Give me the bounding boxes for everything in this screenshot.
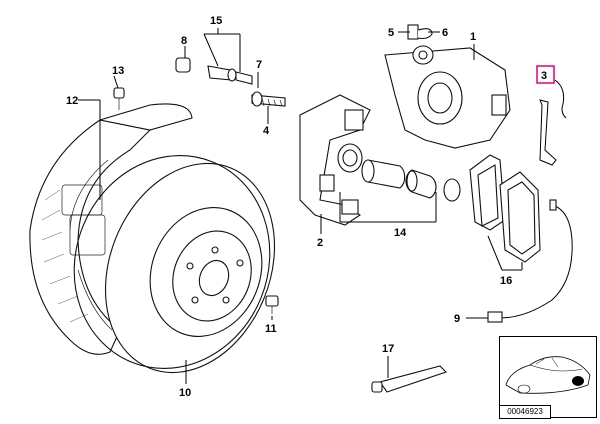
dust-shield [29,103,193,355]
disc-bolt [265,295,279,314]
label-14[interactable]: 14 [394,227,407,239]
brake-caliper [384,45,511,149]
label-7[interactable]: 7 [256,59,262,71]
label-4[interactable]: 4 [263,125,270,137]
label-11[interactable]: 11 [265,323,277,335]
label-3[interactable]: 3 [541,70,547,82]
grease-tube [371,365,448,393]
piston-kit [337,143,461,202]
label-13[interactable]: 13 [112,65,124,77]
label-8[interactable]: 8 [181,35,187,47]
label-1[interactable]: 1 [470,31,476,43]
label-2[interactable]: 2 [317,237,323,249]
label-6[interactable]: 6 [442,27,448,39]
brake-pads [469,154,541,263]
vehicle-reference-thumbnail [499,336,597,418]
label-9[interactable]: 9 [454,313,460,325]
label-17[interactable]: 17 [382,343,394,355]
shield-bolt [113,87,125,110]
highlight-frame [536,65,555,84]
label-12[interactable]: 12 [66,95,78,107]
wear-sensor [487,199,573,323]
brake-disc [73,155,276,374]
label-15[interactable]: 15 [210,15,222,27]
bleeder-screw [407,24,433,40]
label-10[interactable]: 10 [179,387,191,399]
label-16[interactable]: 16 [500,275,512,287]
label-5[interactable]: 5 [388,27,394,39]
leader-lines [78,28,523,384]
reference-id: 00046923 [499,405,551,419]
caliper-carrier [299,94,371,226]
car-icon [505,356,591,394]
guide-bolts [175,57,286,107]
anti-rattle-spring [539,79,567,166]
